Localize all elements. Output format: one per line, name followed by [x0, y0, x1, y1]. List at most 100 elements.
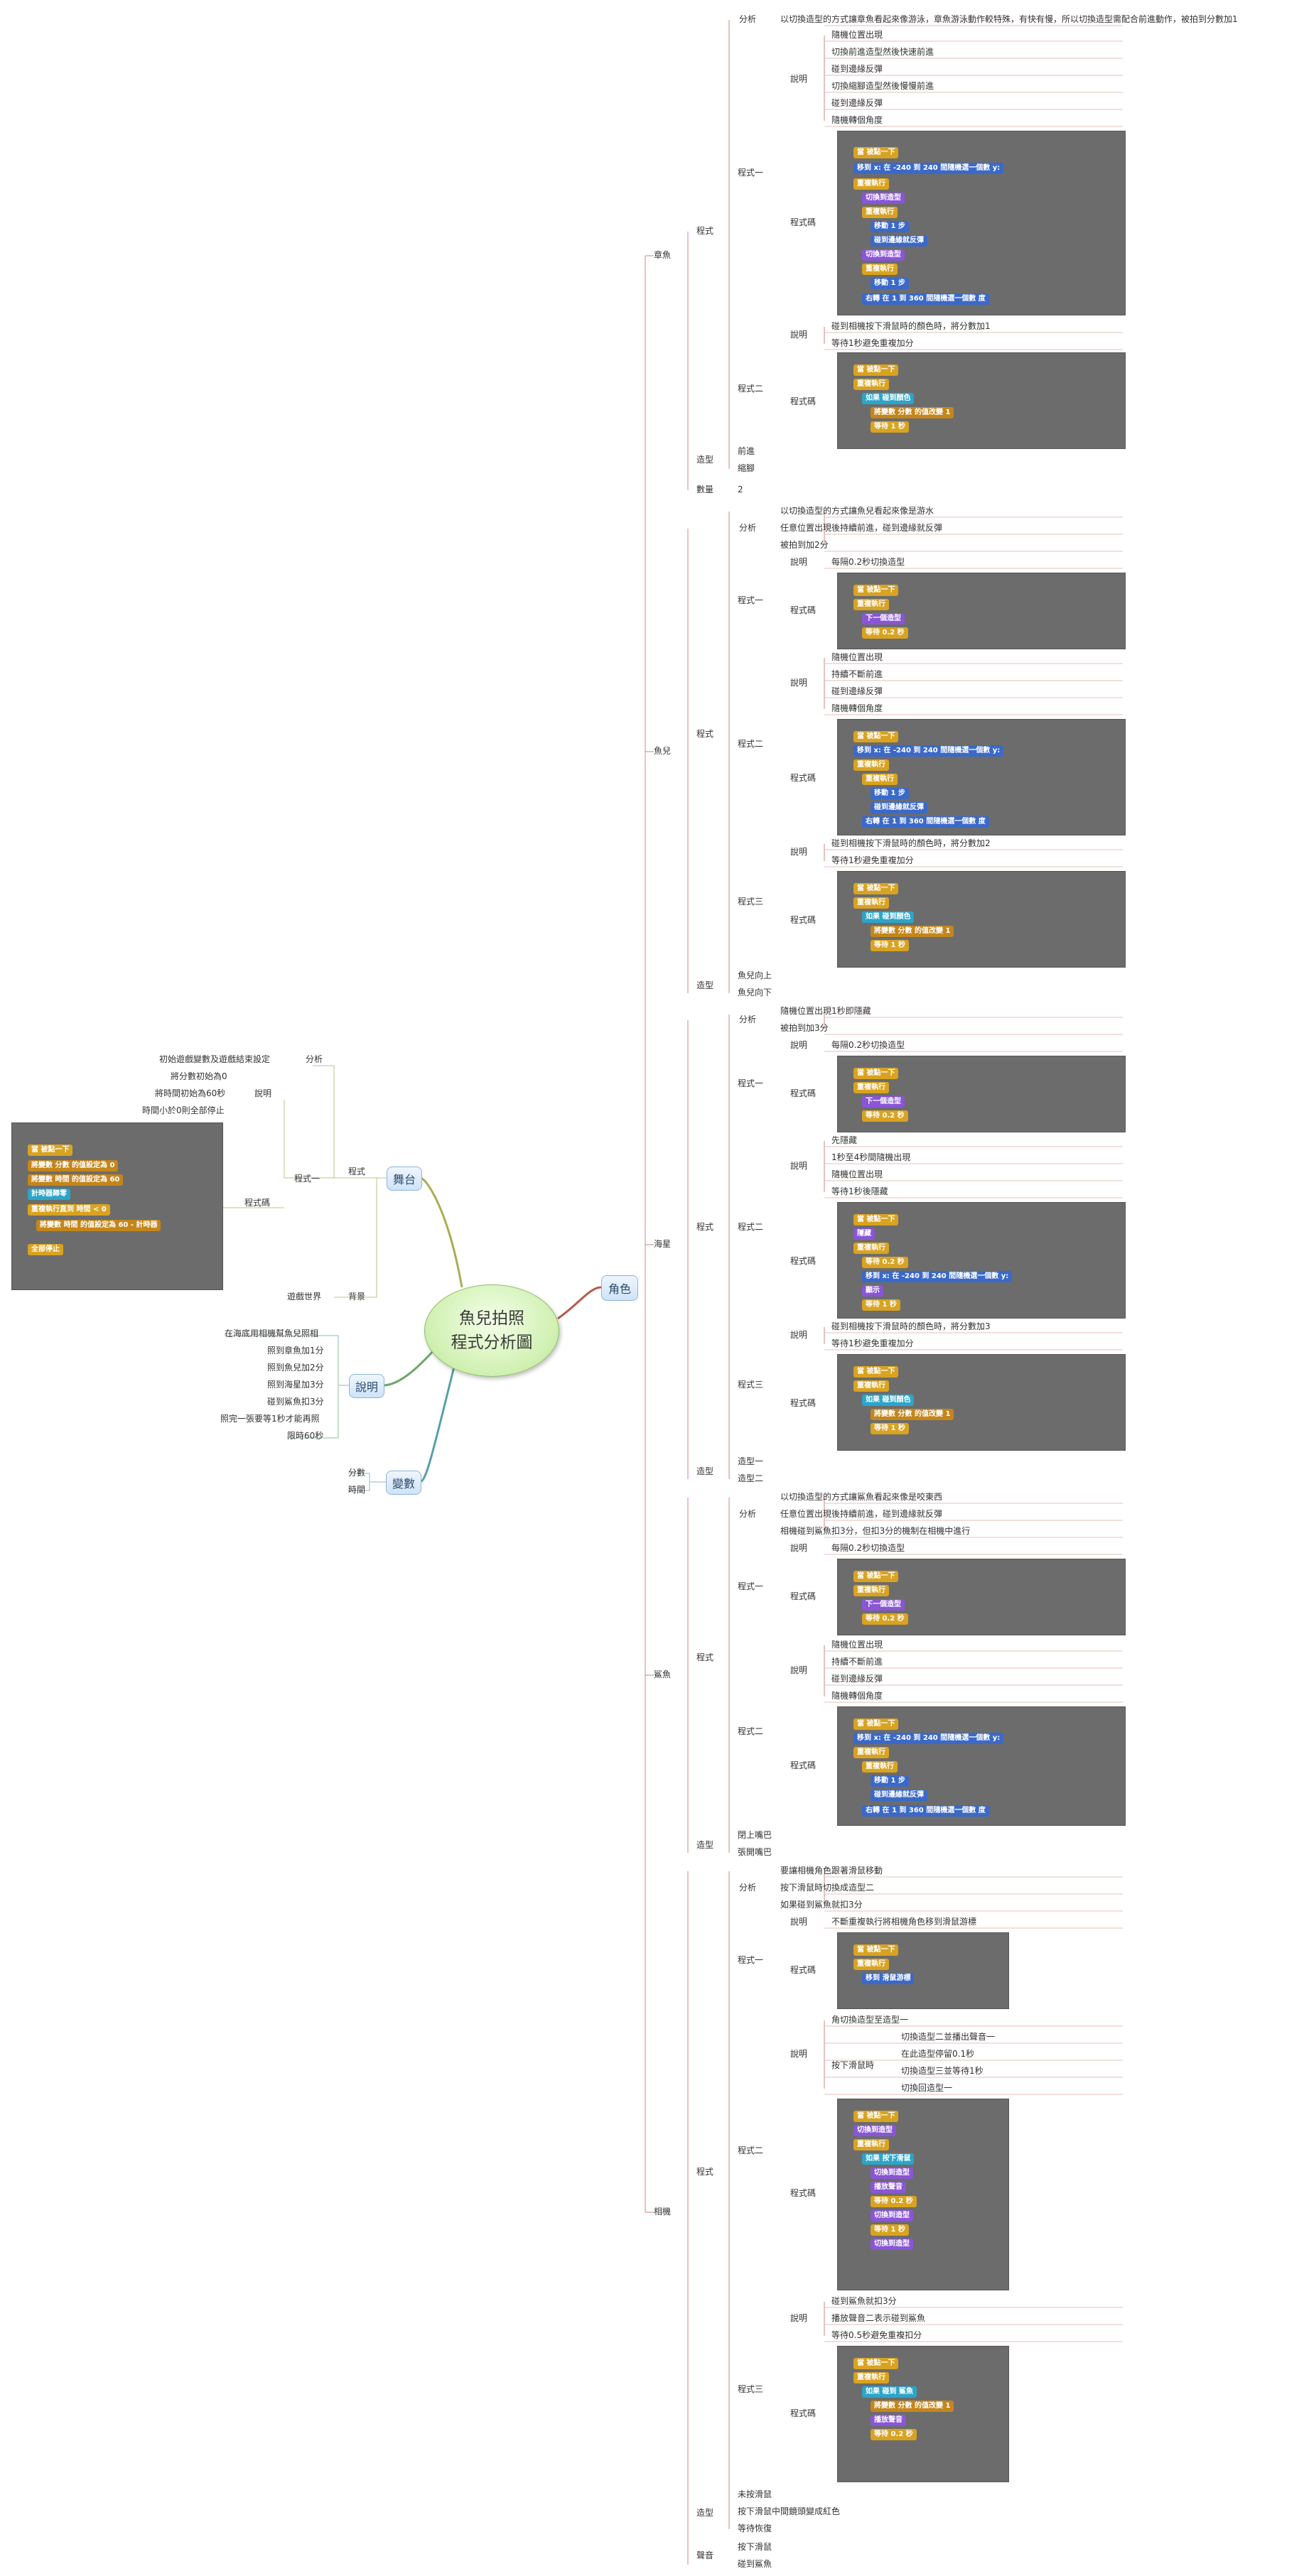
- starfish-p2-desc-3: 隨機位置出現: [831, 1169, 883, 1179]
- node-stage[interactable]: 舞台: [387, 1167, 422, 1191]
- camera-program1[interactable]: 程式一: [738, 1955, 764, 1965]
- shark-costume-2: 張開嘴巴: [738, 1847, 772, 1857]
- shark-program2[interactable]: 程式二: [738, 1726, 764, 1736]
- stage-program[interactable]: 程式: [348, 1167, 366, 1176]
- fish-label[interactable]: 魚兒: [654, 746, 672, 756]
- camera-p2-click[interactable]: 按下滑鼠時: [831, 2060, 875, 2070]
- root-node[interactable]: 魚兒拍照 程式分析圖: [424, 1284, 559, 1377]
- octopus-analysis-label[interactable]: 分析: [739, 14, 757, 24]
- shark-program[interactable]: 程式: [696, 1652, 714, 1662]
- starfish-program2[interactable]: 程式二: [738, 1222, 764, 1232]
- shark-costume-1: 閉上嘴巴: [738, 1830, 772, 1840]
- fish-p1-code-label[interactable]: 程式碼: [790, 605, 817, 615]
- octopus-p1-code-label[interactable]: 程式碼: [790, 217, 817, 227]
- stage-analysis-label[interactable]: 分析: [306, 1054, 323, 1064]
- block-stop-all: 全部停止: [28, 1244, 63, 1255]
- stage-program1[interactable]: 程式一: [294, 1174, 320, 1184]
- camera-sound-2: 碰到鯊魚: [738, 2559, 772, 2569]
- octopus-program1[interactable]: 程式一: [738, 168, 764, 178]
- shark-costume[interactable]: 造型: [696, 1840, 714, 1850]
- fish-program1[interactable]: 程式一: [738, 595, 764, 605]
- explain-item-4: 照到海星加3分: [267, 1380, 324, 1390]
- fish-p1-code-panel: 當 被點一下 重複執行 下一個造型 等待 0.2 秒: [837, 573, 1126, 649]
- octopus-p1-explain[interactable]: 說明: [790, 74, 808, 84]
- octopus-p2-code-label[interactable]: 程式碼: [790, 396, 817, 406]
- starfish-program[interactable]: 程式: [696, 1222, 714, 1232]
- octopus-quantity[interactable]: 數量: [696, 485, 714, 494]
- node-explain[interactable]: 說明: [349, 1374, 384, 1398]
- fish-analysis-label[interactable]: 分析: [739, 523, 757, 533]
- shark-p1-explain[interactable]: 說明: [790, 1543, 808, 1553]
- camera-p2-explain[interactable]: 說明: [790, 2049, 808, 2059]
- starfish-program3[interactable]: 程式三: [738, 1380, 764, 1390]
- starfish-p3-explain[interactable]: 說明: [790, 1330, 808, 1340]
- starfish-p2-code-label[interactable]: 程式碼: [790, 1256, 817, 1266]
- block-next-costume: 下一個造型: [862, 1599, 905, 1611]
- explain-item-1: 在海底用相機幫魚兒照相: [225, 1328, 319, 1338]
- camera-costume-2: 按下滑鼠中間鏡頭變成紅色: [738, 2506, 841, 2516]
- shark-p2-explain[interactable]: 說明: [790, 1665, 808, 1675]
- camera-p2-desc: 角切換造型至造型一: [831, 2015, 909, 2025]
- fish-costume[interactable]: 造型: [696, 980, 714, 990]
- fish-p3-code-label[interactable]: 程式碼: [790, 915, 817, 925]
- fish-p1-explain[interactable]: 說明: [790, 557, 808, 567]
- camera-program[interactable]: 程式: [696, 2167, 714, 2177]
- camera-p2-code-label[interactable]: 程式碼: [790, 2188, 817, 2198]
- camera-program2[interactable]: 程式二: [738, 2145, 764, 2155]
- fish-program[interactable]: 程式: [696, 729, 714, 739]
- starfish-program1[interactable]: 程式一: [738, 1078, 764, 1088]
- starfish-label[interactable]: 海星: [654, 1239, 672, 1249]
- shark-program1[interactable]: 程式一: [738, 1581, 764, 1591]
- octopus-program2[interactable]: 程式二: [738, 384, 764, 394]
- fish-program3[interactable]: 程式三: [738, 897, 764, 907]
- starfish-p2-explain[interactable]: 說明: [790, 1161, 808, 1171]
- fish-p2-code-label[interactable]: 程式碼: [790, 773, 817, 783]
- octopus-quantity-value: 2: [738, 485, 743, 494]
- node-variables[interactable]: 變數: [386, 1471, 421, 1495]
- block-change-score: 將變數 分數 的值改變 1: [871, 407, 954, 418]
- fish-p3-explain[interactable]: 說明: [790, 847, 808, 857]
- camera-analysis-label[interactable]: 分析: [739, 1883, 757, 1893]
- block-change-score: 將變數 分數 的值改變 1: [871, 2401, 954, 2412]
- branch-character: [557, 1286, 602, 1320]
- camera-label[interactable]: 相機: [654, 2207, 672, 2217]
- camera-p3-explain[interactable]: 說明: [790, 2313, 808, 2323]
- block-switch-costume-2: 切換到造型: [862, 249, 905, 261]
- octopus-p1-code-panel: 當 被點一下 移到 x: 在 -240 到 240 間隨機選一個數 y: 重複執…: [837, 131, 1126, 315]
- stage-background-label[interactable]: 背景: [348, 1292, 366, 1301]
- octopus-program[interactable]: 程式: [696, 226, 714, 236]
- shark-p1-code-label[interactable]: 程式碼: [790, 1591, 817, 1601]
- starfish-costume[interactable]: 造型: [696, 1466, 714, 1476]
- starfish-analysis-label[interactable]: 分析: [739, 1014, 757, 1024]
- block-when-flag: 當 被點一下: [853, 585, 899, 596]
- camera-p1-code-label[interactable]: 程式碼: [790, 1965, 817, 1975]
- camera-p1-explain[interactable]: 說明: [790, 1917, 808, 1927]
- block-forever: 重複執行: [853, 1959, 889, 1970]
- shark-analysis-label[interactable]: 分析: [739, 1509, 757, 1519]
- camera-sound-1: 按下滑鼠: [738, 2542, 772, 2552]
- block-if-touch-color: 如果 碰到顏色: [862, 911, 915, 923]
- shark-p2-code-label[interactable]: 程式碼: [790, 1760, 817, 1770]
- camera-p3-code-label[interactable]: 程式碼: [790, 2408, 817, 2418]
- fish-program2[interactable]: 程式二: [738, 739, 764, 749]
- stage-code-label[interactable]: 程式碼: [244, 1198, 271, 1208]
- root-title-line2: 程式分析圖: [451, 1333, 533, 1352]
- octopus-costume[interactable]: 造型: [696, 455, 714, 465]
- block-move: 移動 1 步: [871, 221, 909, 232]
- camera-sound[interactable]: 聲音: [696, 2550, 714, 2560]
- node-character[interactable]: 角色: [601, 1275, 638, 1301]
- starfish-p1-code-label[interactable]: 程式碼: [790, 1088, 817, 1098]
- octopus-p2-explain[interactable]: 說明: [790, 330, 808, 340]
- camera-costume[interactable]: 造型: [696, 2508, 714, 2518]
- starfish-p1-explain[interactable]: 說明: [790, 1040, 808, 1050]
- camera-program3[interactable]: 程式三: [738, 2384, 764, 2394]
- octopus-label[interactable]: 章魚: [654, 250, 672, 260]
- starfish-p3-code-label[interactable]: 程式碼: [790, 1398, 817, 1408]
- block-bounce: 碰到邊緣就反彈: [871, 802, 927, 813]
- block-switch-costume-3: 切換到造型: [871, 2210, 913, 2221]
- starfish-p1-code-panel: 當 被點一下 重複執行 下一個造型 等待 0.2 秒: [837, 1056, 1126, 1132]
- stage-explain-label[interactable]: 說明: [254, 1088, 272, 1098]
- shark-label[interactable]: 鯊魚: [654, 1669, 672, 1679]
- fish-p2-explain[interactable]: 說明: [790, 678, 808, 688]
